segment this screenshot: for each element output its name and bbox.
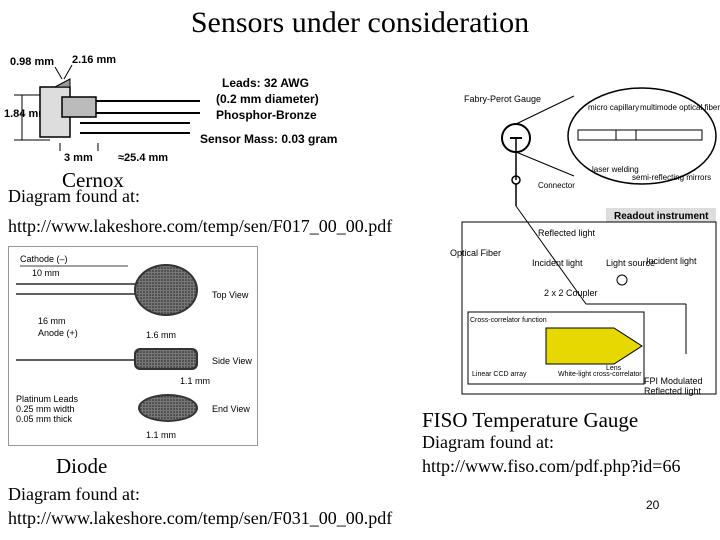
diode-anode-len: 16 mm: [38, 316, 66, 326]
cernox-found-at: Diagram found at:: [8, 186, 140, 206]
diode-leads-2: 0.25 mm width: [16, 404, 75, 414]
fiso-fpi-modulated: FPI Modulated: [644, 376, 703, 386]
fiso-incident-light2: Incident light: [646, 256, 697, 266]
cernox-label: Cernox: [62, 168, 124, 192]
diode-cathode-len: 10 mm: [32, 268, 60, 278]
fiso-optical-fiber: Optical Fiber: [450, 248, 501, 258]
diode-diagram: Cathode (–) 10 mm Top View 16 mm Anode (…: [8, 246, 258, 446]
fiso-connector: Connector: [538, 181, 575, 190]
fiso-white-light: White-light cross-correlator: [558, 371, 642, 378]
diode-cathode: Cathode (–): [20, 254, 68, 264]
diode-width: 1.6 mm: [146, 330, 176, 340]
fiso-cross-correlator: Cross-correlator function: [470, 317, 547, 324]
fiso-found-at: Diagram found at:: [422, 432, 554, 452]
cernox-note-2: (0.2 mm diameter): [216, 92, 319, 106]
cernox-diagram: 0.98 mm 2.16 mm 1.84 mm 3 mm ≈25.4 mm Le…: [4, 54, 337, 164]
diode-leads-1: Platinum Leads: [16, 394, 79, 404]
slide-title: Sensors under consideration: [190, 6, 530, 39]
cernox-dim-body: 3 mm: [64, 152, 93, 164]
fiso-coupler: 2 x 2 Coupler: [544, 288, 598, 298]
diode-top-view: Top View: [212, 290, 249, 300]
fiso-fabry-perot: Fabry-Perot Gauge: [464, 94, 541, 104]
fiso-incident-light: Incident light: [532, 258, 583, 268]
diode-end-width: 1.1 mm: [146, 430, 176, 440]
cernox-url[interactable]: http://www.lakeshore.com/temp/sen/F017_0…: [8, 216, 393, 236]
cernox-note-3: Phosphor-Bronze: [216, 108, 317, 122]
cernox-dim-height: 1.84 mm: [4, 108, 48, 120]
fiso-label: FISO Temperature Gauge: [422, 408, 639, 432]
fiso-linear-ccd: Linear CCD array: [472, 371, 527, 378]
fiso-readout: Readout instrument: [614, 211, 709, 222]
fiso-lens: Lens: [606, 365, 622, 372]
cernox-note-4: Sensor Mass: 0.03 gram: [200, 132, 337, 146]
diode-label: Diode: [56, 454, 108, 478]
diode-url[interactable]: http://www.lakeshore.com/temp/sen/F031_0…: [8, 508, 393, 528]
diode-anode: Anode (+): [38, 328, 78, 338]
fiso-laser-welding: laser welding: [592, 165, 639, 174]
diode-found-at: Diagram found at:: [8, 484, 140, 504]
fiso-reflected-light2: Reflected light: [644, 386, 702, 396]
fiso-diagram: Fabry-Perot Gauge micro capillary multim…: [450, 87, 720, 396]
diode-side-view: Side View: [212, 356, 252, 366]
diode-leads-3: 0.05 mm thick: [16, 414, 73, 424]
fiso-semi-reflecting: semi-reflecting mirrors: [632, 173, 711, 182]
diode-end-view: End View: [212, 404, 250, 414]
cernox-dim-lead: ≈25.4 mm: [118, 152, 168, 164]
fiso-multimode-fiber: multimode optical fiber: [640, 103, 720, 112]
cernox-dim-width: 0.98 mm: [10, 56, 54, 68]
fiso-url[interactable]: http://www.fiso.com/pdf.php?id=66: [422, 456, 681, 476]
diode-thick: 1.1 mm: [180, 376, 210, 386]
page-number: 20: [646, 498, 660, 512]
cernox-dim-width2: 2.16 mm: [72, 54, 116, 66]
fiso-reflected-light: Reflected light: [538, 228, 596, 238]
cernox-note-1: Leads: 32 AWG: [222, 76, 309, 90]
fiso-micro-capillary: micro capillary: [588, 103, 639, 112]
fiso-light-source: Light source: [606, 258, 655, 268]
